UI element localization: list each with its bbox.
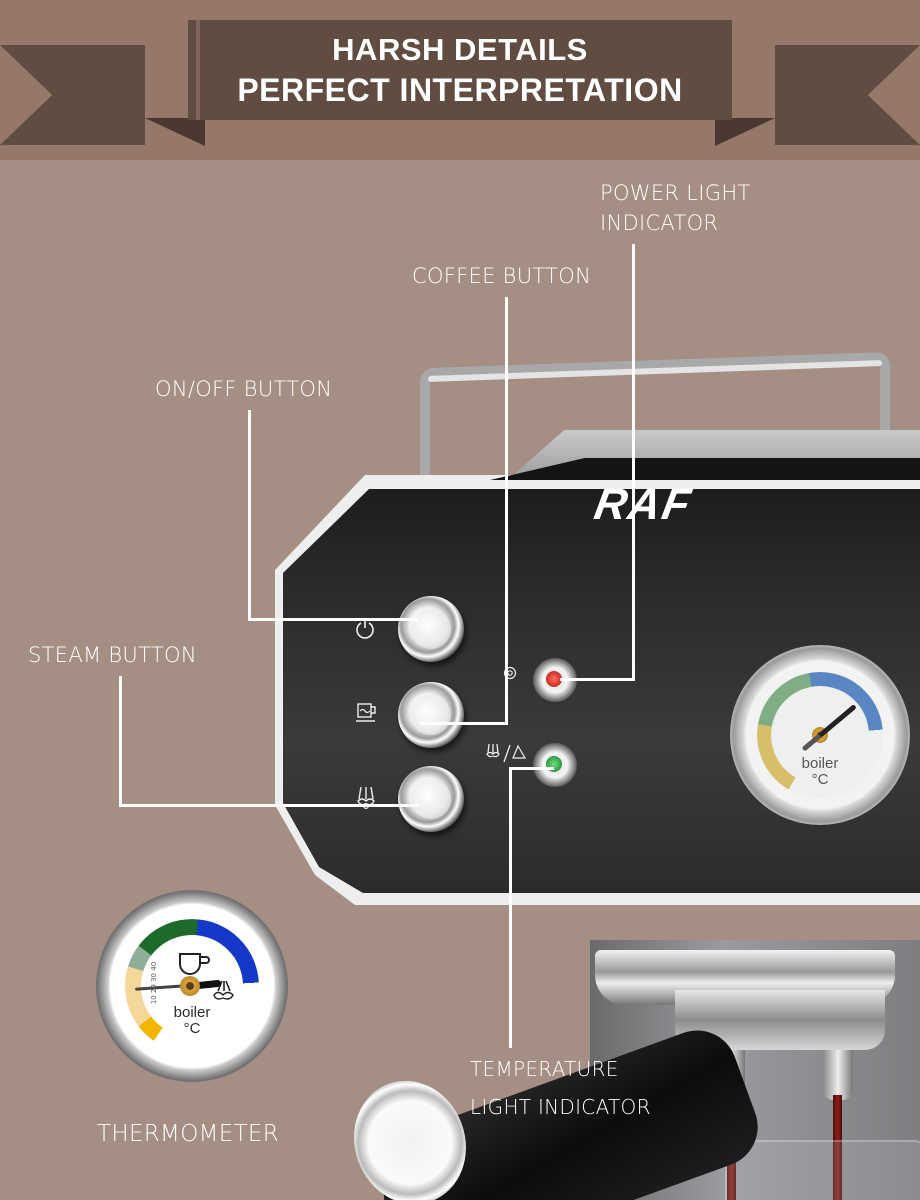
ribbon-fold-right xyxy=(715,118,775,146)
title-line-2: PERFECT INTERPRETATION xyxy=(237,72,683,108)
label-coffee-button: COFFEE BUTTON xyxy=(412,264,592,288)
top-cover xyxy=(490,458,920,480)
gauge-label: boiler°C xyxy=(801,755,839,788)
coffee-cup-icon xyxy=(355,700,379,728)
callout-line-steam xyxy=(119,676,122,806)
gauge-label: boiler°C xyxy=(173,1004,211,1037)
ribbon-fold-left xyxy=(145,118,205,146)
title-ribbon: HARSH DETAILS PERFECT INTERPRETATION xyxy=(188,20,732,120)
label-power-light-indicator: POWER LIGHT INDICATOR xyxy=(600,181,751,236)
coffee-button[interactable] xyxy=(398,682,464,748)
onoff-button[interactable] xyxy=(398,596,464,662)
label-onoff-button: ON/OFF BUTTON xyxy=(155,377,333,401)
brand-logo: RAF xyxy=(590,480,696,529)
coffee-stream xyxy=(833,1095,842,1200)
power-icon xyxy=(355,618,375,644)
callout-line-coffee xyxy=(505,297,508,725)
callout-line-temperature xyxy=(509,768,512,1048)
thermometer-closeup: 10 20 30 40 boiler°C xyxy=(96,890,288,1082)
steam-icon xyxy=(355,785,377,813)
panel-thermometer: boiler°C xyxy=(730,645,910,825)
steam-button[interactable] xyxy=(398,766,464,832)
callout-line-power-light xyxy=(632,244,635,680)
espresso-machine: RAF xyxy=(275,351,920,1200)
label-steam-button: STEAM BUTTON xyxy=(28,643,197,667)
title-line-1: HARSH DETAILS xyxy=(332,32,588,67)
ribbon-tail-right xyxy=(775,45,920,145)
coffee-cup-icon xyxy=(178,951,210,981)
label-temperature-light-indicator: TEMPERATURE LIGHT INDICATOR xyxy=(470,1057,651,1119)
header-band: HARSH DETAILS PERFECT INTERPRETATION xyxy=(0,0,920,160)
steam-slash-water-icon xyxy=(485,742,529,768)
temperature-light-indicator xyxy=(533,743,577,787)
glass-cup xyxy=(725,1140,920,1200)
callout-line-onoff xyxy=(248,410,251,620)
gauge-scale: 10 20 30 40 xyxy=(150,961,159,1005)
ribbon-tail-left xyxy=(0,45,145,145)
label-thermometer: THERMOMETER xyxy=(97,1121,280,1147)
